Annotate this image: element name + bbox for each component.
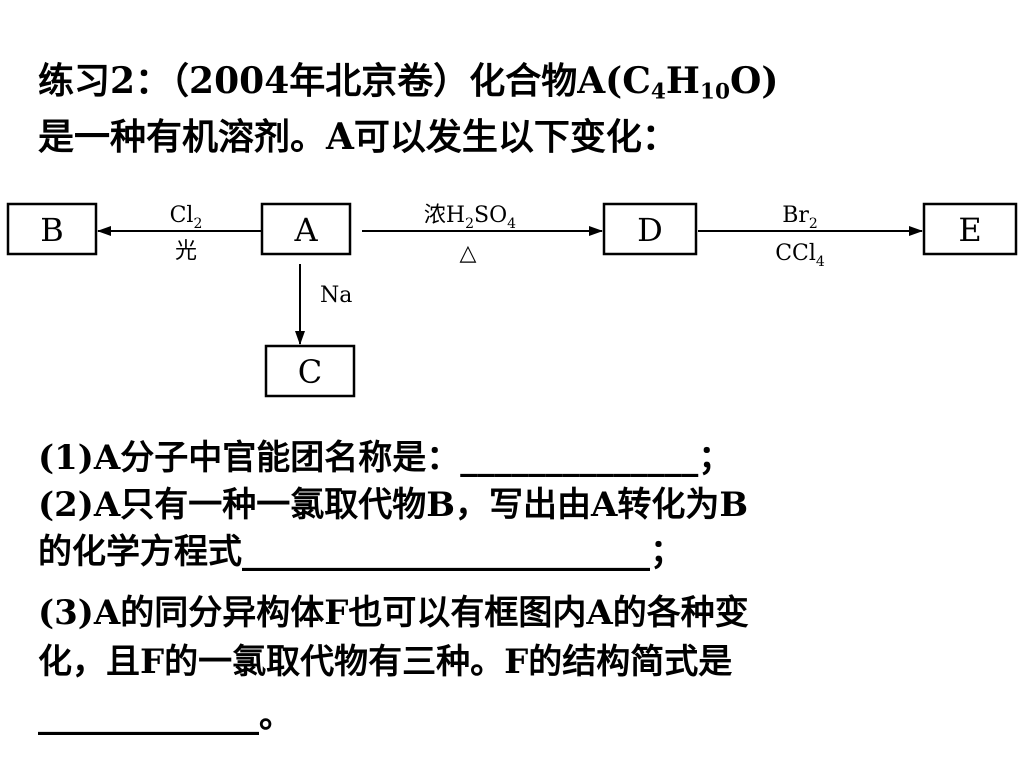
light-label: 光 (175, 239, 197, 264)
title-h: H (665, 60, 700, 102)
question-3-line-2: 化，且F的一氯取代物有三种。F的结构简式是 (38, 642, 733, 682)
box-a (260, 202, 352, 256)
label-c: C (298, 353, 322, 391)
title-line-2: 是一种有机溶剂。A可以发生以下变化： (38, 116, 678, 158)
subscript-10: 10 (699, 79, 730, 105)
cl2-label: Cl2 (170, 203, 203, 232)
box-e (922, 202, 1018, 256)
label-e: E (958, 211, 981, 249)
title-text: 练习2：（2004年北京卷）化合物A(C (38, 60, 651, 102)
label-a: A (293, 211, 318, 249)
question-3-line-3: _____________。 (38, 696, 293, 736)
title-o: O) (729, 60, 779, 102)
question-3-line-1: (3)A的同分异构体F也可以有框图内A的各种变 (38, 593, 749, 633)
box-c (264, 344, 356, 398)
title-line-1: 练习2：（2004年北京卷）化合物A(C4H10O) (38, 52, 778, 104)
question-2-line-2: 的化学方程式________________________； (38, 532, 684, 572)
na-label: Na (320, 283, 352, 308)
label-b: B (40, 211, 64, 249)
question-2-line-1: (2)A只有一种一氯取代物B，写出由A转化为B (38, 485, 749, 525)
box-d (602, 202, 698, 256)
label-d: D (637, 211, 663, 249)
ccl4-label: CCl4 (775, 241, 825, 270)
br2-label: Br2 (782, 203, 818, 232)
subscript-4: 4 (650, 79, 666, 105)
h2so4-label: 浓H2SO4 (424, 203, 516, 232)
reaction-diagram: B A D E C Cl2 光 浓H2SO4 △ Br2 CCl4 Na (6, 202, 1018, 398)
box-b (6, 202, 98, 256)
question-1: (1)A分子中官能团名称是：______________； (38, 438, 733, 478)
heat-label: △ (460, 241, 477, 266)
